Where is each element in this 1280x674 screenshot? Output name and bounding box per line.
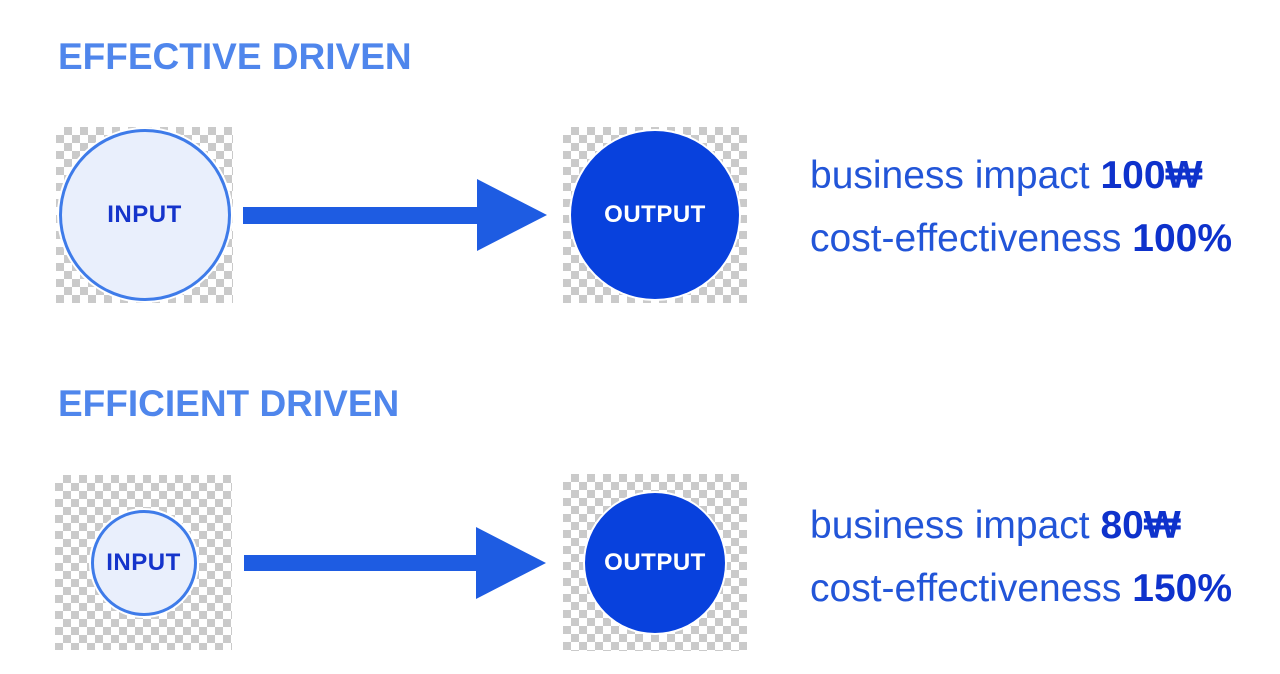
output-circle: OUTPUT: [571, 131, 739, 299]
transparency-checkerboard: OUTPUT: [563, 127, 747, 303]
section-title-effective-driven: EFFECTIVE DRIVEN: [58, 36, 412, 77]
metric-value: 150%: [1132, 567, 1233, 610]
metric-label: business impact: [810, 154, 1090, 197]
input-label: INPUT: [107, 201, 182, 228]
output-label: OUTPUT: [604, 201, 706, 228]
metric-label: cost-effectiveness: [810, 217, 1122, 260]
output-circle: OUTPUT: [585, 492, 725, 633]
metric-value: 80₩: [1100, 504, 1181, 547]
input-circle: INPUT: [90, 509, 197, 616]
metric-cost-effectiveness: cost-effectiveness 100%: [810, 207, 1232, 270]
metric-business-impact: business impact 80₩: [810, 494, 1232, 557]
output-label: OUTPUT: [604, 548, 706, 576]
input-circle: INPUT: [58, 129, 231, 301]
metric-label: business impact: [810, 504, 1090, 547]
metric-business-impact: business impact 100₩: [810, 144, 1232, 207]
flow-arrow-head: [476, 527, 546, 599]
metrics-block: business impact 80₩ cost-effectiveness 1…: [810, 494, 1232, 620]
flow-arrow-head: [477, 179, 547, 251]
transparency-checkerboard: OUTPUT: [563, 474, 747, 651]
input-label: INPUT: [106, 548, 181, 576]
flow-arrow-shaft: [243, 207, 477, 224]
flow-arrow-shaft: [244, 555, 476, 571]
transparency-checkerboard: INPUT: [55, 475, 232, 650]
metric-value: 100%: [1132, 217, 1233, 260]
metric-value: 100₩: [1100, 154, 1203, 197]
metric-label: cost-effectiveness: [810, 567, 1122, 610]
section-title-efficient-driven: EFFICIENT DRIVEN: [58, 383, 400, 424]
transparency-checkerboard: INPUT: [56, 127, 233, 303]
metric-cost-effectiveness: cost-effectiveness 150%: [810, 557, 1232, 620]
metrics-block: business impact 100₩ cost-effectiveness …: [810, 144, 1232, 270]
